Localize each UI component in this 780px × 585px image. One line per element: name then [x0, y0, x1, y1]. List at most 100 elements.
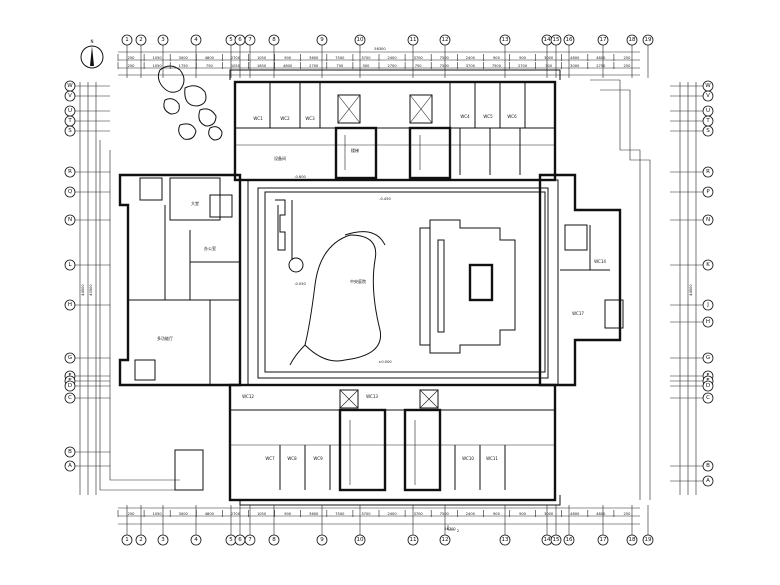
axis-bubble-top-10: 10: [354, 34, 366, 46]
bottom-dim: 4800: [570, 512, 580, 516]
svg-text:7: 7: [248, 37, 252, 43]
courtyard: 中央庭院: [264, 191, 546, 373]
axis-bubble-bottom-3: 3: [157, 534, 169, 546]
elevation-markers: -0.600 -0.450 -0.050 ±0.000: [294, 175, 392, 364]
svg-text:U: U: [706, 108, 710, 114]
axis-bubble-left-Q: Q: [64, 186, 76, 198]
axis-bubble-top-19: 19: [642, 34, 654, 46]
svg-text:A: A: [68, 463, 72, 469]
axis-bubble-bottom-5: 5: [225, 534, 237, 546]
top-dim-inner: 1750: [179, 64, 189, 68]
top-dim-inner: 300: [545, 64, 553, 68]
bottom-dim: 7500: [440, 512, 450, 516]
svg-text:14: 14: [544, 537, 551, 543]
svg-text:N: N: [706, 217, 710, 223]
wc-label: WC6: [507, 114, 517, 119]
bottom-dim: 250: [624, 512, 632, 516]
svg-text:Q: Q: [68, 189, 73, 195]
room-labels: WC1 WC2 WC3 WC4 WC5 WC6 WC7 WC8 WC9 WC10…: [157, 114, 606, 461]
svg-text:T: T: [67, 118, 72, 124]
top-dim-inner: 7500: [492, 64, 502, 68]
right-overall-depth: 44500: [689, 284, 693, 296]
axis-bubble-top-4: 4: [190, 34, 202, 46]
axis-bubble-top-2: 2: [135, 34, 147, 46]
axis-bubble-bottom-14: 14: [541, 534, 553, 546]
svg-text:6: 6: [238, 537, 242, 543]
top-dim-outer: 250: [624, 56, 632, 60]
svg-text:W: W: [67, 83, 73, 89]
axis-bubble-right-W: W: [702, 80, 714, 92]
svg-text:10: 10: [357, 37, 364, 43]
top-dim-outer: 1050: [257, 56, 267, 60]
svg-text:5: 5: [229, 37, 233, 43]
svg-text:19: 19: [645, 37, 652, 43]
top-dim-inner: 2700: [387, 64, 397, 68]
svg-text:16: 16: [566, 37, 573, 43]
svg-text:8: 8: [272, 537, 276, 543]
top-dim-inner: 250: [624, 64, 632, 68]
top-dim-outer: 900: [519, 56, 527, 60]
axis-bubble-right-R: R: [702, 166, 714, 178]
axis-bubble-bottom-7: 7: [244, 534, 256, 546]
top-dim-outer: 4800: [205, 56, 215, 60]
top-dim-inner: 3700: [466, 64, 476, 68]
axis-bubble-right-J: J: [702, 299, 714, 311]
axis-bubble-bottom-4: 4: [190, 534, 202, 546]
wc-label: WC10: [462, 456, 474, 461]
svg-text:R: R: [706, 169, 710, 175]
svg-text:C: C: [68, 395, 72, 401]
axis-bubble-bottom-12: 12: [439, 534, 451, 546]
bottom-dim: 2400: [387, 512, 397, 516]
svg-text:18: 18: [629, 37, 636, 43]
bottom-dim: 900: [493, 512, 501, 516]
axis-bubble-left-A: A: [64, 460, 76, 472]
svg-text:11: 11: [410, 537, 417, 543]
top-dim-outer: 2400: [466, 56, 476, 60]
svg-text:U: U: [68, 108, 72, 114]
svg-text:2: 2: [139, 37, 143, 43]
axis-bubble-right-K: K: [702, 259, 714, 271]
bottom-dim: 1050: [257, 512, 267, 516]
axis-bubble-right-G: G: [702, 352, 714, 364]
svg-text:12: 12: [442, 537, 449, 543]
axis-bubble-top-1: 1: [121, 34, 133, 46]
axis-bubble-bottom-18: 18: [626, 534, 638, 546]
bottom-dim: 2700: [231, 512, 241, 516]
svg-text:9: 9: [320, 37, 324, 43]
top-dim-outer: 4800: [570, 56, 580, 60]
wc-label: WC14: [594, 259, 606, 264]
svg-text:3: 3: [161, 537, 165, 543]
axis-bubble-top-18: 18: [626, 34, 638, 46]
svg-text:14: 14: [544, 37, 551, 43]
bottom-dim: 7500: [335, 512, 345, 516]
wc-label: WC8: [287, 456, 297, 461]
bottom-dim: 900: [284, 512, 292, 516]
bottom-dim: 3700: [414, 512, 424, 516]
right-axis-bubbles: WVUTSRPNKJHGFEDCBA: [670, 80, 714, 487]
axis-bubble-right-V: V: [702, 90, 714, 102]
axis-bubble-right-T: T: [702, 115, 714, 127]
top-dim-outer: 3000: [544, 56, 554, 60]
axis-bubble-right-D: D: [702, 380, 714, 392]
svg-text:K: K: [706, 262, 710, 268]
svg-text:13: 13: [502, 37, 509, 43]
east-rooms: [560, 224, 624, 329]
top-dim-inner: 750: [336, 64, 344, 68]
svg-text:17: 17: [600, 37, 607, 43]
axis-bubble-right-P: P: [702, 186, 714, 198]
top-dim-outer: 1050: [153, 56, 163, 60]
top-dim-inner: 1050: [231, 64, 241, 68]
axis-bubble-left-W: W: [64, 80, 76, 92]
axis-bubble-left-G: G: [64, 352, 76, 364]
svg-text:19: 19: [645, 537, 652, 543]
axis-bubble-bottom-11: 11: [407, 534, 419, 546]
svg-text:7: 7: [248, 537, 252, 543]
west-rooms: [128, 177, 240, 385]
side-dimension-lines: 44500 40500 44500: [79, 82, 697, 495]
top-dim-inner: 2750: [596, 64, 606, 68]
top-dim-inner: 750: [206, 64, 214, 68]
axis-bubble-top-5: 5: [225, 34, 237, 46]
top-dim-inner: 1050: [153, 64, 163, 68]
bottom-overall-width: 56300: [444, 527, 456, 531]
